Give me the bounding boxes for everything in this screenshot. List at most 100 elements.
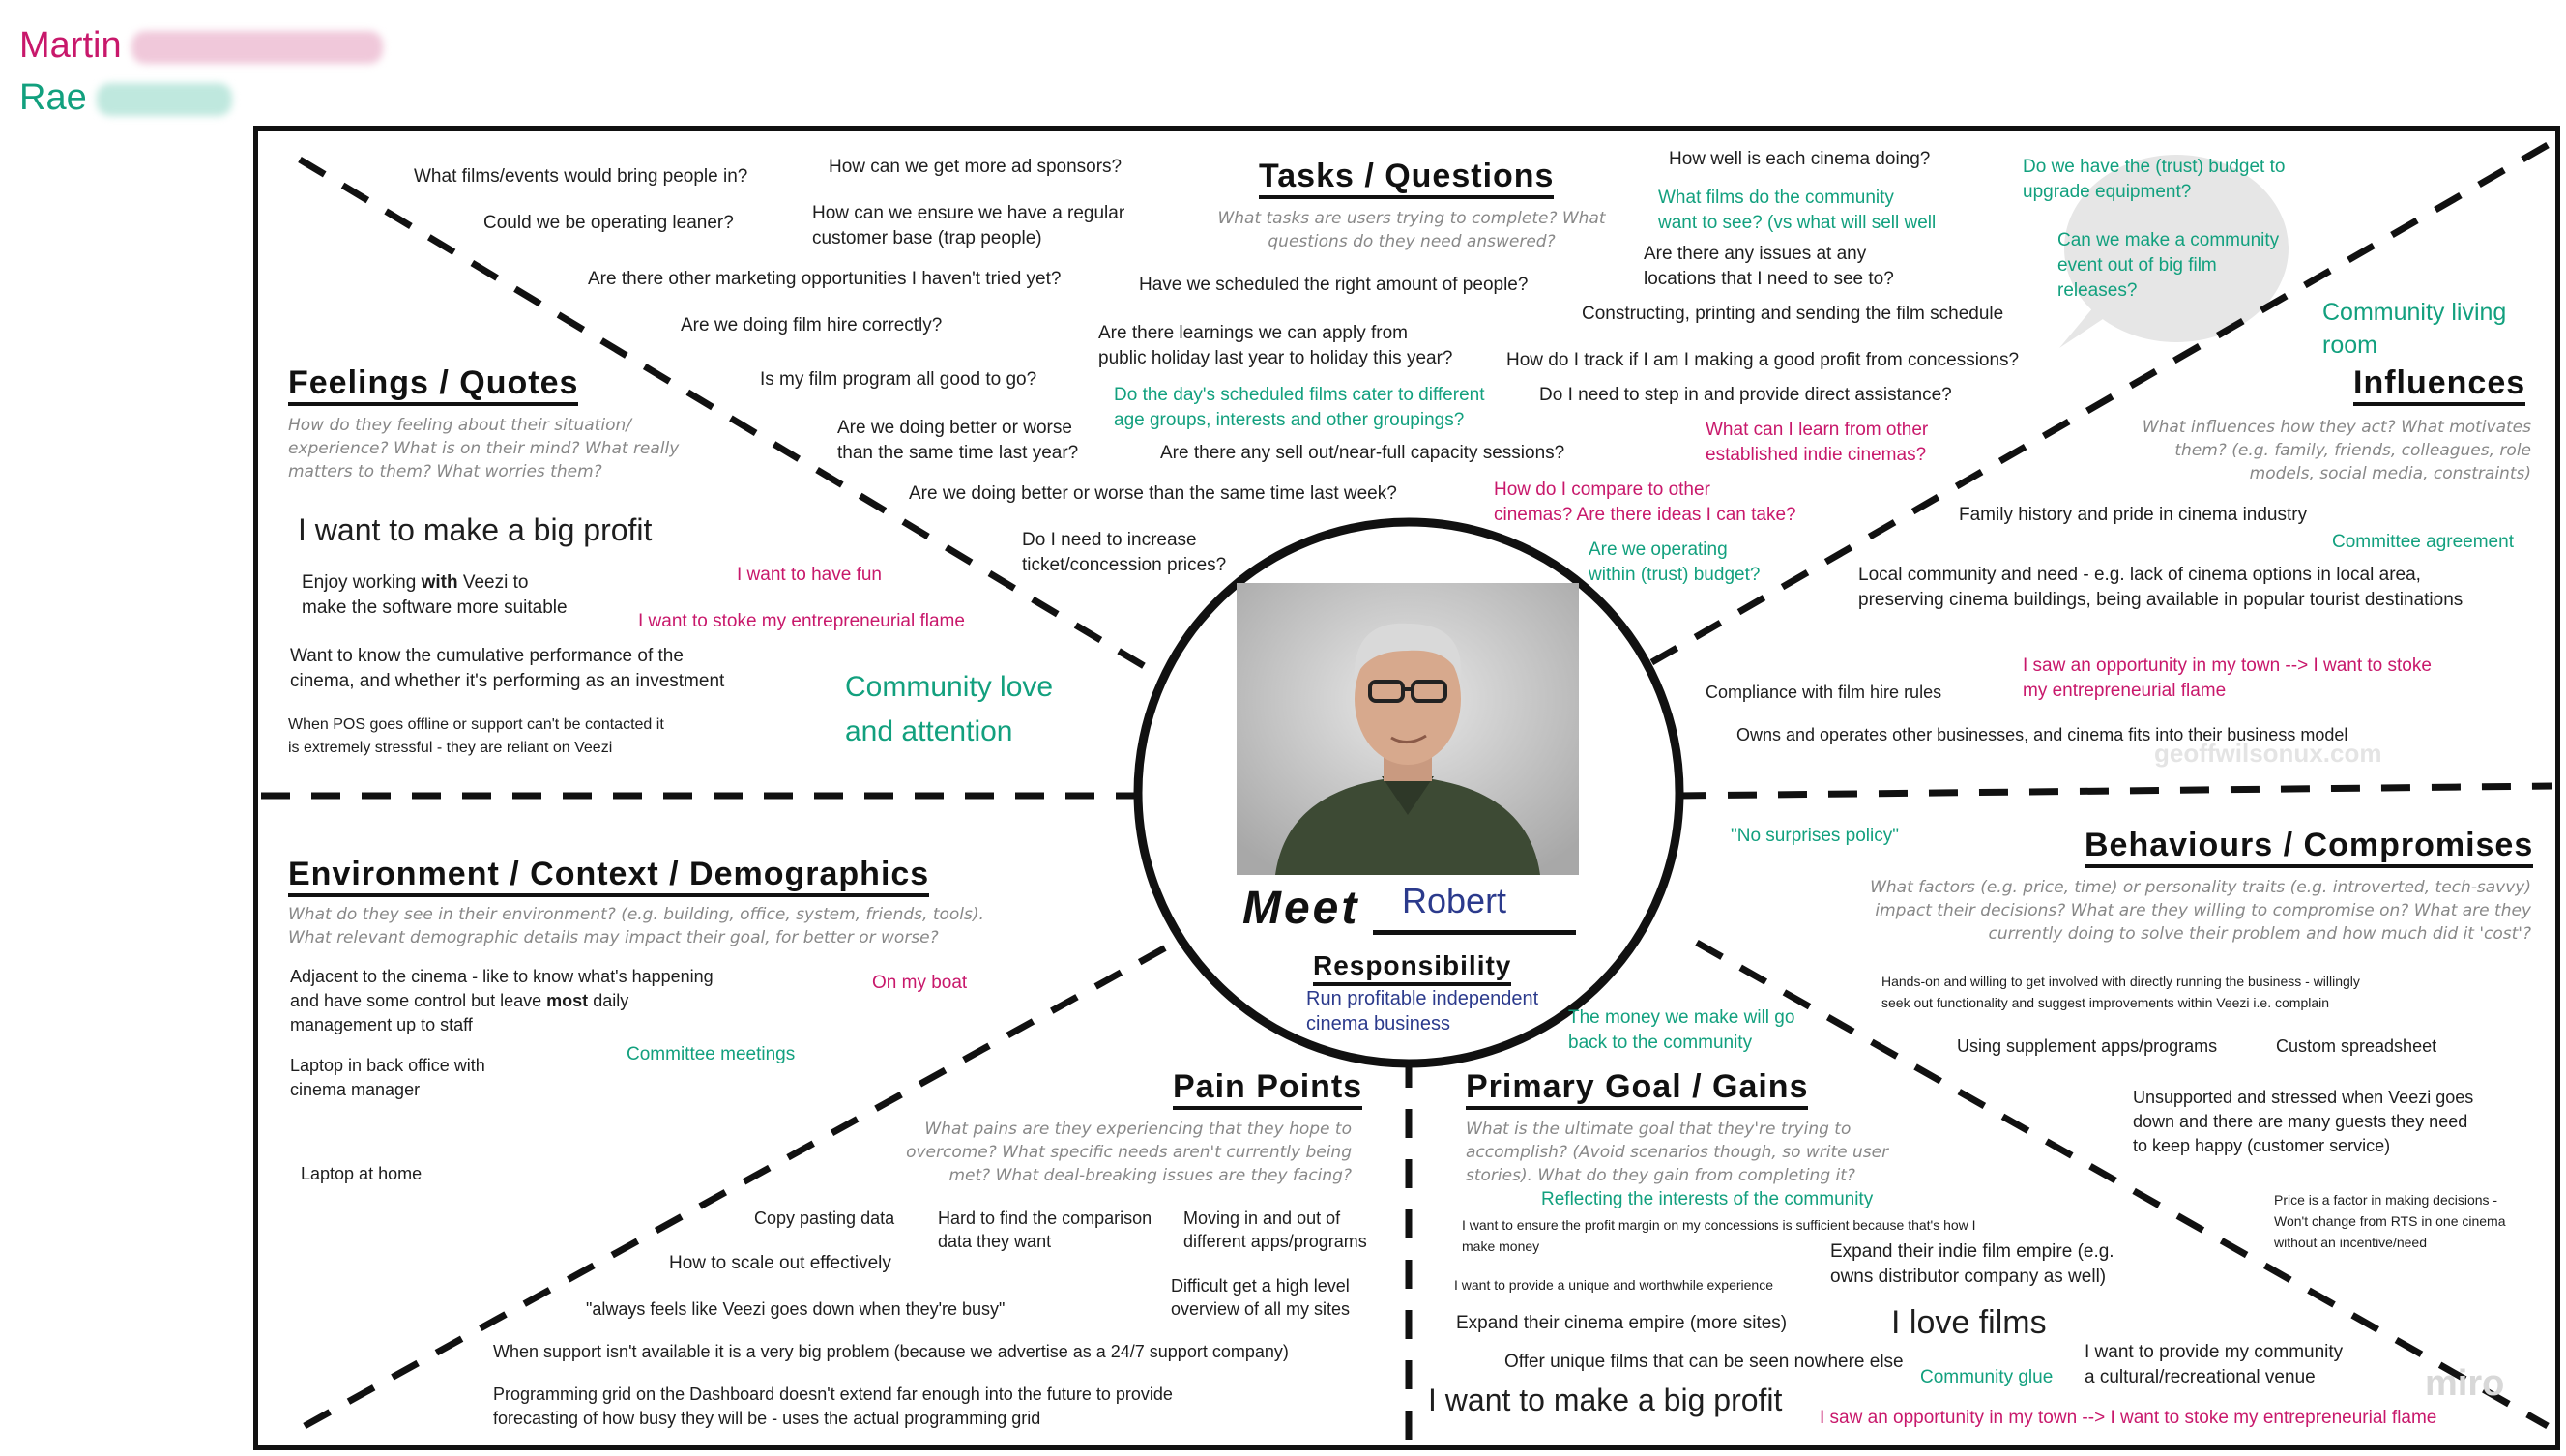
environment-item: and have some control but leave most dai… (290, 989, 628, 1012)
environment-item: Laptop in back office with (290, 1056, 485, 1075)
task-item: Are we doing film hire correctly? (681, 315, 943, 335)
feelings-subtitle: How do they feeling about their situatio… (288, 416, 680, 481)
pain-item: Programming grid on the Dashboard doesn'… (493, 1384, 1173, 1404)
influence-item: releases? (2057, 280, 2138, 301)
environment-title: Environment / Context / Demographics (288, 855, 930, 897)
influence-item: event out of big film (2057, 255, 2217, 276)
task-item: Have we scheduled the right amount of pe… (1139, 275, 1529, 295)
behaviour-item: Price is a factor in making decisions - (2274, 1192, 2498, 1208)
pain-item: overview of all my sites (1171, 1299, 1351, 1319)
task-item: established indie cinemas? (1706, 445, 1927, 465)
task-item: Could we be operating leaner? (483, 213, 734, 233)
task-item: How do I track if I am I making a good p… (1506, 350, 2020, 370)
tasks-title: Tasks / Questions (1259, 157, 1555, 199)
goal-item: I love films (1891, 1304, 2047, 1341)
task-item: Are there any issues at any (1644, 244, 1867, 264)
goal-item: I saw an opportunity in my town --> I wa… (1820, 1408, 2437, 1428)
feeling-item: Want to know the cumulative performance … (290, 646, 684, 666)
goal-item: Offer unique films that can be seen nowh… (1504, 1352, 1904, 1372)
task-item: Is my film program all good to go? (760, 369, 1037, 390)
divider-bottom-left (303, 939, 1177, 1430)
behaviour-item: Unsupported and stressed when Veezi goes (2133, 1088, 2474, 1107)
task-item: What films do the community (1658, 188, 1894, 208)
feeling-item: I want to have fun (737, 565, 882, 585)
task-item: public holiday last year to holiday this… (1098, 348, 1453, 368)
influence-item: I saw an opportunity in my town --> I wa… (2023, 655, 2432, 676)
pain-item: Copy pasting data (754, 1208, 895, 1228)
influence-item: Community living (2322, 299, 2507, 326)
behaviour-item: "No surprises policy" (1731, 826, 1899, 846)
influence-item: Local community and need - e.g. lack of … (1858, 565, 2421, 585)
behaviour-item: down and there are many guests they need (2133, 1112, 2468, 1131)
goal-item: Reflecting the interests of the communit… (1541, 1189, 1874, 1209)
influence-item: Family history and pride in cinema indus… (1959, 505, 2308, 525)
task-item: locations that I need to see to? (1644, 269, 1894, 289)
goal-item: owns distributor company as well) (1830, 1267, 2107, 1287)
task-item: Do I need to increase (1022, 530, 1197, 550)
task-item: Are there other marketing opportunities … (588, 269, 1062, 289)
influence-item: upgrade equipment? (2023, 182, 2192, 202)
behaviours-title: Behaviours / Compromises (2085, 826, 2534, 868)
behaviour-item: seek out functionality and suggest impro… (1881, 995, 2330, 1010)
feeling-item: I want to stoke my entrepreneurial flame (638, 611, 965, 631)
legend-martin-name: Martin (19, 25, 122, 66)
feeling-item: Enjoy working with Veezi to (302, 570, 528, 596)
task-item: Are we operating (1589, 539, 1728, 560)
influence-item: Compliance with film hire rules (1706, 683, 1942, 702)
redacted-name (131, 30, 383, 64)
feeling-item: Community love (845, 671, 1054, 703)
influence-item: Can we make a community (2057, 230, 2280, 250)
feeling-item-bold: with (421, 572, 458, 593)
goal-item: I want to provide my community (2085, 1342, 2344, 1362)
task-item: Are we doing better or worse than the sa… (909, 483, 1397, 504)
feeling-item: and attention (845, 715, 1013, 747)
goal-item: Expand their cinema empire (more sites) (1456, 1313, 1788, 1333)
primary-goal-title: Primary Goal / Gains (1466, 1067, 1809, 1110)
site-watermark: geoffwilsonux.com (2154, 739, 2382, 768)
divider-bottom-right (1695, 939, 2550, 1430)
task-item: than the same time last year? (837, 443, 1079, 463)
influence-item: my entrepreneurial flame (2023, 681, 2227, 701)
task-item: Are there learnings we can apply from (1098, 323, 1408, 343)
task-item: How do I compare to other (1494, 480, 1710, 500)
divider-top-right (1642, 141, 2550, 671)
goal-item: I want to make a big profit (1428, 1383, 1783, 1417)
pain-item: forecasting of how busy they will be - u… (493, 1409, 1041, 1428)
pain-item: Hard to find the comparison (938, 1208, 1152, 1228)
goal-item: a cultural/recreational venue (2085, 1367, 2316, 1387)
environment-item-bold: most (546, 991, 589, 1010)
pain-item: Moving in and out of (1183, 1208, 1341, 1228)
goal-item: Expand their indie film empire (e.g. (1830, 1241, 2114, 1262)
task-item: within (trust) budget? (1589, 565, 1761, 585)
environment-item: cinema manager (290, 1080, 421, 1099)
task-item: ticket/concession prices? (1022, 555, 1227, 575)
speech-bubble-tail (2059, 290, 2132, 348)
persona-photo (1237, 583, 1579, 875)
goal-item: back to the community (1568, 1033, 1753, 1053)
influence-item: Committee agreement (2332, 532, 2514, 552)
influences-subtitle: What influences how they act? What motiv… (2142, 418, 2531, 483)
pain-item: When support isn't available it is a ver… (493, 1342, 1289, 1361)
task-item: Are we doing better or worse (837, 418, 1072, 438)
task-item: What can I learn from other (1706, 420, 1929, 440)
pain-item: data they want (938, 1232, 1052, 1251)
primary-goal-subtitle: What is the ultimate goal that they're t… (1466, 1120, 1889, 1185)
feeling-item-part: Enjoy working (302, 572, 422, 593)
redacted-name (96, 82, 232, 116)
legend-martin: Martin (19, 23, 383, 68)
goal-item: The money we make will go (1568, 1007, 1795, 1028)
responsibility-text: cinema business (1306, 1013, 1450, 1034)
environment-item: Committee meetings (627, 1044, 796, 1064)
environment-item: management up to staff (290, 1015, 473, 1034)
task-item: Do the day's scheduled films cater to di… (1114, 385, 1485, 405)
behaviour-item: Won't change from RTS in one cinema (2274, 1213, 2506, 1229)
task-item: customer base (trap people) (812, 228, 1042, 248)
feeling-item-part: Veezi to (457, 572, 529, 593)
persona-name-underline (1373, 930, 1576, 935)
pain-points-subtitle: What pains are they experiencing that th… (906, 1120, 1352, 1185)
behaviour-item: without an incentive/need (2274, 1235, 2427, 1250)
feeling-item: I want to make a big profit (298, 512, 653, 547)
pain-item: different apps/programs (1183, 1232, 1367, 1251)
feeling-item: When POS goes offline or support can't b… (288, 716, 664, 733)
pain-points-title: Pain Points (1173, 1067, 1363, 1110)
